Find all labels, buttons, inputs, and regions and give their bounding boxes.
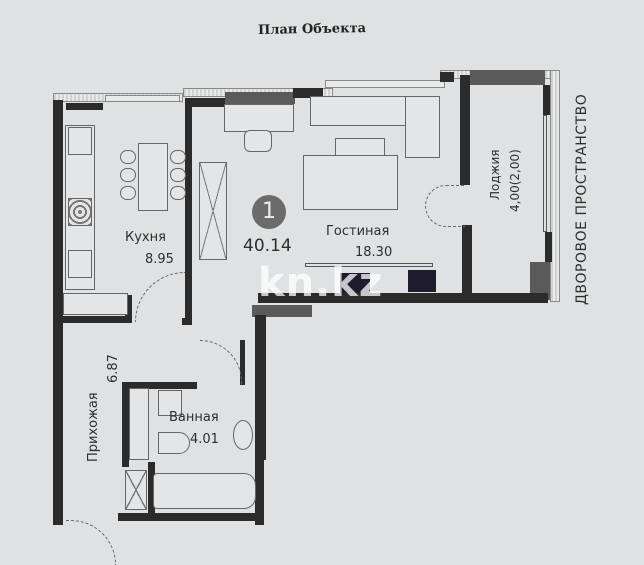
- wall-kitchen-bottom: [63, 316, 128, 323]
- room-name-loggia: Лоджия: [488, 149, 502, 201]
- bath-door-arc: [200, 340, 242, 385]
- kitchen-base-cabinet: [63, 293, 128, 315]
- wall-living-loggia: [460, 75, 470, 185]
- wall-living-loggia-lower: [462, 225, 472, 300]
- plan-title: План Объекта: [257, 21, 367, 38]
- living-window: [325, 80, 445, 88]
- wall-left-outer: [53, 100, 63, 525]
- kitchen-door-arc: [135, 272, 185, 322]
- chair: [120, 150, 136, 164]
- wall-top-kitchen: [66, 103, 103, 110]
- wall-bath-left: [122, 382, 129, 467]
- wall-loggia-right-top: [543, 85, 550, 115]
- apartment-number-badge: 1: [252, 195, 286, 229]
- chair: [120, 168, 136, 182]
- room-area-loggia: 4,00(2,00): [508, 149, 522, 212]
- chair: [170, 186, 186, 200]
- wardrobe: [199, 162, 227, 260]
- room-area-kitchen: 8.95: [145, 252, 174, 267]
- bathtub: [153, 473, 256, 509]
- wall-bath-closet: [148, 462, 155, 517]
- sink: [233, 420, 253, 450]
- room-area-bathroom: 4.01: [190, 432, 219, 447]
- room-name-kitchen: Кухня: [125, 230, 166, 245]
- loggia-door-arc: [425, 185, 465, 227]
- tv-stand: [305, 263, 433, 267]
- rug: [303, 155, 398, 210]
- kitchen-stove: [68, 198, 92, 226]
- entrance-door-arc: [66, 520, 116, 565]
- wall-bath-door-stub: [240, 340, 245, 385]
- washing-machine: [158, 390, 182, 416]
- chair: [170, 168, 186, 182]
- wall-living-bottom-left: [252, 305, 312, 317]
- desk-chair: [244, 130, 272, 152]
- wall-living-loggia-top: [440, 72, 454, 82]
- chair: [170, 150, 186, 164]
- watermark: kn.kz: [258, 260, 384, 306]
- room-area-living: 18.30: [355, 245, 393, 260]
- wall-top-living-c: [293, 88, 323, 98]
- tv-speaker-right: [408, 270, 436, 292]
- loggia-exterior-wall: [550, 70, 560, 302]
- wall-kitchen-bottom-right: [182, 318, 192, 325]
- toilet: [158, 432, 190, 454]
- sofa-corner: [405, 96, 440, 158]
- wall-loggia-top: [470, 70, 545, 85]
- kitchen-sink: [68, 250, 92, 278]
- desk: [224, 104, 294, 132]
- dining-table: [138, 143, 168, 211]
- kitchen-window: [105, 95, 180, 102]
- closet: [125, 470, 147, 510]
- courtyard-label: ДВОРОВОЕ ПРОСТРАНСТВО: [574, 93, 590, 305]
- room-name-living: Гостиная: [326, 224, 390, 239]
- tv-speaker-left: [340, 273, 370, 293]
- room-name-bathroom: Ванная: [169, 410, 219, 425]
- wall-top-living-a: [185, 98, 225, 107]
- wall-bath-bottom: [118, 513, 258, 521]
- chair: [120, 186, 136, 200]
- kitchen-fridge: [68, 127, 92, 155]
- wall-hall-right-upper: [258, 315, 266, 460]
- wall-bath-top: [122, 382, 197, 389]
- room-name-hallway: Прихожая: [86, 392, 101, 462]
- wall-living-bottom: [258, 293, 548, 303]
- total-area: 40.14: [243, 236, 292, 256]
- closet-bath: [129, 388, 149, 460]
- wall-kitchen-bottom-stub: [125, 295, 132, 323]
- wall-top-living-b: [225, 92, 295, 104]
- wall-loggia-bottom-right: [530, 262, 550, 300]
- wall-kitchen-living: [185, 105, 192, 320]
- loggia-window-inner: [543, 115, 547, 232]
- room-area-hallway: 6.87: [106, 354, 121, 383]
- wall-loggia-right-bottom: [545, 232, 552, 262]
